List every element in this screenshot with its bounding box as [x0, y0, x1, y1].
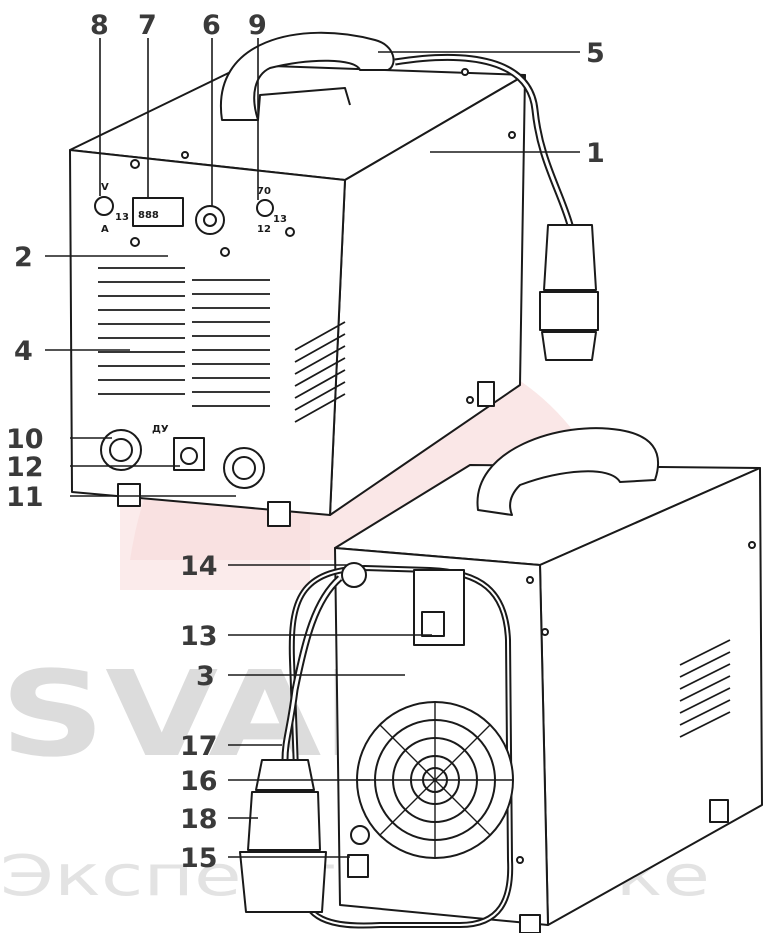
carry-handle-rear [476, 427, 660, 516]
power-cable-17-inner [283, 576, 341, 761]
front-foot-right [267, 501, 291, 527]
fan-16-spokes [357, 702, 513, 858]
callout-12: 12 [6, 452, 44, 483]
power-switch-13-rocker [421, 611, 445, 637]
callout-18: 18 [180, 804, 218, 835]
front-vents [98, 267, 270, 407]
ground-symbol-15 [350, 825, 370, 845]
rear-foot-front [519, 914, 541, 933]
knob-top-value: 70 [257, 186, 271, 197]
front-unit [69, 31, 599, 527]
display-value: 888 [138, 210, 159, 221]
callout-14: 14 [180, 551, 218, 582]
callout-5: 5 [586, 38, 605, 69]
mode-switch-8 [94, 196, 114, 216]
side-vents-front-unit [294, 321, 346, 423]
panel-indicator-top [130, 159, 140, 169]
front-foot-left [117, 483, 141, 507]
terminal-minus-11-inner [232, 456, 256, 480]
callout-15: 15 [180, 843, 218, 874]
carry-handle-grip [257, 87, 351, 121]
callout-4: 4 [14, 336, 33, 367]
top-screw-2 [461, 68, 469, 76]
power-plug-front [543, 224, 597, 291]
callout-13: 13 [180, 621, 218, 652]
callout-9: 9 [248, 10, 267, 41]
power-plug-end-front [541, 331, 597, 361]
ground-terminal-15 [347, 854, 369, 878]
panel-indicator-knob [220, 247, 230, 257]
current-knob-6-center [203, 213, 217, 227]
top-screw-1 [181, 151, 189, 159]
callout-11: 11 [6, 482, 44, 513]
power-plug-18-body [247, 791, 321, 851]
rear-unit [239, 427, 763, 933]
leader-lines [45, 38, 580, 858]
remote-label: ДУ [152, 424, 169, 435]
cable-gland-14 [341, 562, 367, 588]
digital-display-7 [132, 197, 184, 227]
carry-handle-front [219, 31, 395, 121]
callout-8: 8 [90, 10, 109, 41]
front-foot-back [477, 381, 495, 407]
side-screw-3 [466, 396, 474, 404]
rear-screw-1 [526, 576, 534, 584]
side-vents-rear-unit [679, 639, 731, 738]
power-cable-front-inner [394, 55, 572, 226]
panel-indicator-bottom [130, 237, 140, 247]
callout-1: 1 [586, 138, 605, 169]
voltage-label: V [101, 182, 109, 193]
callout-6: 6 [202, 10, 221, 41]
power-plug-cap-front [539, 291, 599, 331]
front-panel-labels: V A 13 888 70 13 12 ДУ [101, 182, 287, 435]
callout-17: 17 [180, 731, 218, 762]
rear-screw-4 [516, 856, 524, 864]
rear-foot-right [709, 799, 729, 823]
knob-bottom-value: 12 [257, 224, 271, 235]
power-plug-18-collar [255, 759, 315, 791]
callout-10: 10 [6, 424, 44, 455]
callout-3: 3 [196, 661, 215, 692]
terminal-plus-10-inner [109, 438, 133, 462]
switch-9 [256, 199, 274, 217]
rear-screw-2 [541, 628, 549, 636]
callout-numbers: 8 7 6 9 5 1 2 4 10 12 11 14 13 3 17 16 1… [6, 10, 605, 874]
ampere-label: A [101, 224, 109, 235]
side-screw-2 [508, 131, 516, 139]
callout-16: 16 [180, 766, 218, 797]
side-screw-1 [285, 227, 295, 237]
remote-connector-12-socket [180, 447, 198, 465]
switch-label-right: 13 [273, 214, 287, 225]
rear-protective-frame-inner [290, 567, 512, 927]
rear-screw-3 [748, 541, 756, 549]
switch-label-left: 13 [115, 212, 129, 223]
callout-2: 2 [14, 242, 33, 273]
power-plug-18-socket [239, 851, 327, 913]
callout-7: 7 [138, 10, 157, 41]
